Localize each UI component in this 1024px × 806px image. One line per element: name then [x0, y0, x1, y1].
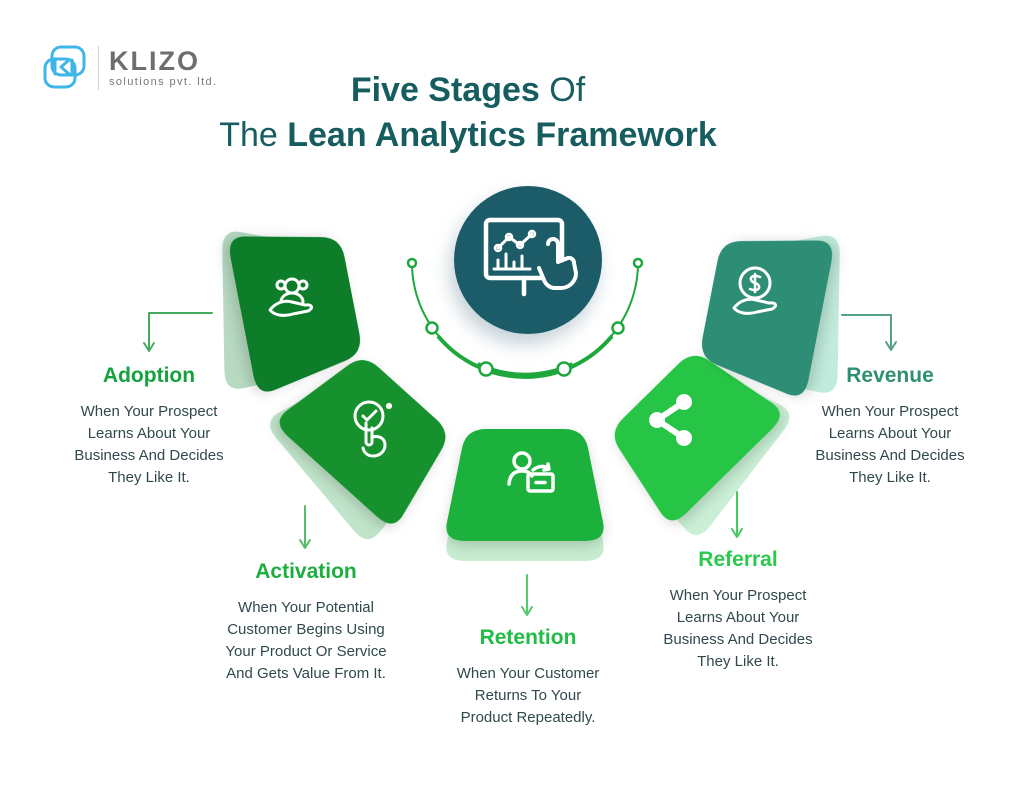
coin-in-hand-icon: [732, 266, 778, 315]
stage-description: When Your Customer Returns To Your Produ…: [456, 665, 600, 726]
logo-name: KLIZO: [109, 46, 200, 76]
stage-label-adoption: Adoption When Your Prospect Learns About…: [64, 364, 234, 489]
logo-subtitle: solutions pvt. ltd.: [109, 76, 218, 88]
arrow-down-icon: [885, 341, 897, 351]
share-icon: [649, 394, 692, 446]
arc-node: [632, 257, 644, 269]
analytics-board-icon: [483, 217, 578, 297]
stage-label-revenue: Revenue When Your Prospect Learns About …: [805, 364, 975, 489]
arc-node: [425, 321, 439, 335]
arc-node: [478, 361, 494, 377]
arrow-down-icon: [521, 606, 533, 616]
stage-label-activation: Activation When Your Potential Customer …: [221, 560, 391, 685]
stage-description: When Your Prospect Learns About Your Bus…: [815, 403, 965, 486]
connector-adoption: [143, 312, 213, 352]
stage-heading: Revenue: [846, 364, 934, 387]
connector-revenue: [841, 314, 897, 351]
returning-customer-icon: [507, 451, 555, 493]
arc-node: [611, 321, 625, 335]
arrow-down-icon: [143, 342, 155, 352]
connector-referral: [731, 491, 743, 538]
title-line-1: Five Stages Of: [350, 71, 586, 109]
klizo-mark-icon: [43, 45, 86, 89]
center-badge: [454, 186, 602, 334]
arc-node: [556, 361, 572, 377]
connector-activation: [299, 505, 311, 549]
stage-description: When Your Potential Customer Begins Usin…: [225, 599, 387, 682]
arrow-down-icon: [299, 539, 311, 549]
stage-heading: Adoption: [102, 364, 196, 387]
logo-divider: [98, 46, 99, 90]
arc-nodes: [406, 257, 644, 377]
stage-shape-retention: [446, 429, 604, 561]
stage-label-referral: Referral When Your Prospect Learns About…: [653, 548, 823, 673]
arrow-down-icon: [731, 528, 743, 538]
stage-heading: Retention: [479, 626, 577, 649]
stage-heading: Referral: [698, 548, 778, 571]
stage-description: When Your Prospect Learns About Your Bus…: [663, 587, 813, 670]
title-line-2: The Lean Analytics Framework: [219, 116, 717, 154]
stage-description: When Your Prospect Learns About Your Bus…: [74, 403, 224, 486]
stage-label-retention: Retention When Your Customer Returns To …: [453, 626, 603, 729]
tap-check-icon: [353, 400, 393, 458]
klizo-logo: KLIZO solutions pvt. ltd.: [42, 44, 218, 92]
customer-in-hand-icon: [268, 277, 314, 317]
connector-retention: [521, 574, 533, 616]
stage-heading: Activation: [255, 560, 357, 583]
page-title: Five Stages Of The Lean Analytics Framew…: [158, 68, 778, 158]
arc-node: [406, 257, 418, 269]
